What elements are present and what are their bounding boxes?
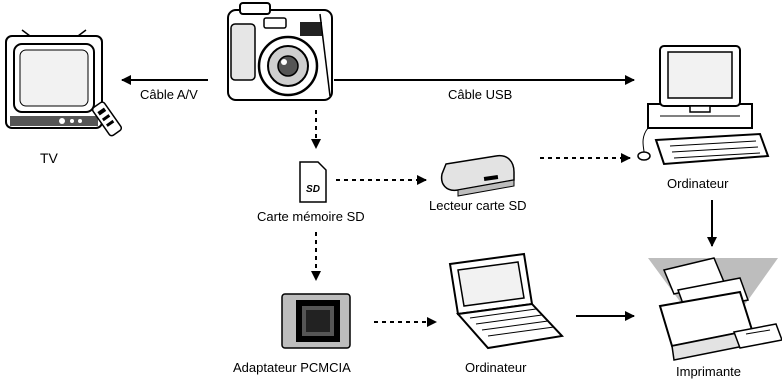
sd-card-icon: SD bbox=[299, 161, 327, 203]
camera-icon bbox=[227, 2, 333, 101]
av-cable-label: Câble A/V bbox=[140, 87, 198, 102]
usb-cable-label: Câble USB bbox=[448, 87, 513, 102]
tv-label: TV bbox=[40, 150, 58, 166]
laptop-icon bbox=[448, 252, 565, 350]
computer-label: Ordinateur bbox=[667, 176, 729, 191]
desktop-computer-icon bbox=[637, 45, 770, 166]
pcmcia-label: Adaptateur PCMCIA bbox=[233, 360, 351, 375]
printer-label: Imprimante bbox=[676, 364, 742, 379]
laptop-label: Ordinateur bbox=[465, 360, 527, 375]
tv-icon bbox=[5, 29, 123, 137]
sd-card-label: Carte mémoire SD bbox=[257, 209, 365, 224]
card-reader-icon bbox=[440, 154, 515, 197]
card-reader-label: Lecteur carte SD bbox=[429, 198, 527, 213]
pcmcia-adapter-icon bbox=[281, 293, 351, 349]
printer-icon bbox=[648, 257, 782, 361]
connectors bbox=[121, 75, 717, 327]
svg-text:SD: SD bbox=[306, 184, 320, 195]
